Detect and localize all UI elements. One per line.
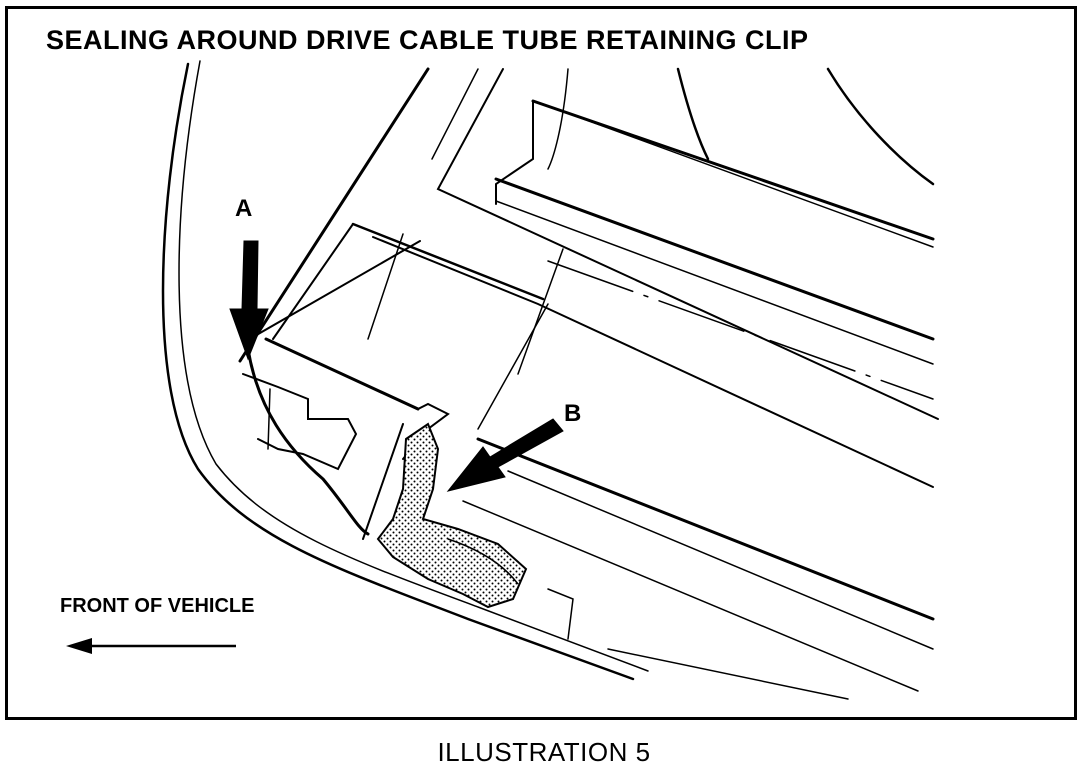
callout-arrow-a — [229, 240, 269, 361]
callout-label-b: B — [564, 400, 582, 427]
sunroof-track-lower — [264, 222, 935, 700]
callout-label-a: A — [235, 195, 253, 222]
figure-title: SEALING AROUND DRIVE CABLE TUBE RETAININ… — [46, 25, 809, 55]
figure-caption: ILLUSTRATION 5 — [437, 737, 651, 767]
body-curve — [161, 60, 649, 681]
line-drawing — [66, 60, 939, 700]
sunroof-track-upper — [494, 99, 935, 400]
figure-frame: SEALING AROUND DRIVE CABLE TUBE RETAININ… — [5, 6, 1077, 720]
left-arrow-icon — [66, 638, 236, 654]
front-of-vehicle-label: FRONT OF VEHICLE — [60, 595, 255, 617]
callout-arrow-b — [446, 418, 564, 492]
roof-opening-flange — [238, 67, 939, 420]
sealer-bead — [376, 422, 528, 609]
